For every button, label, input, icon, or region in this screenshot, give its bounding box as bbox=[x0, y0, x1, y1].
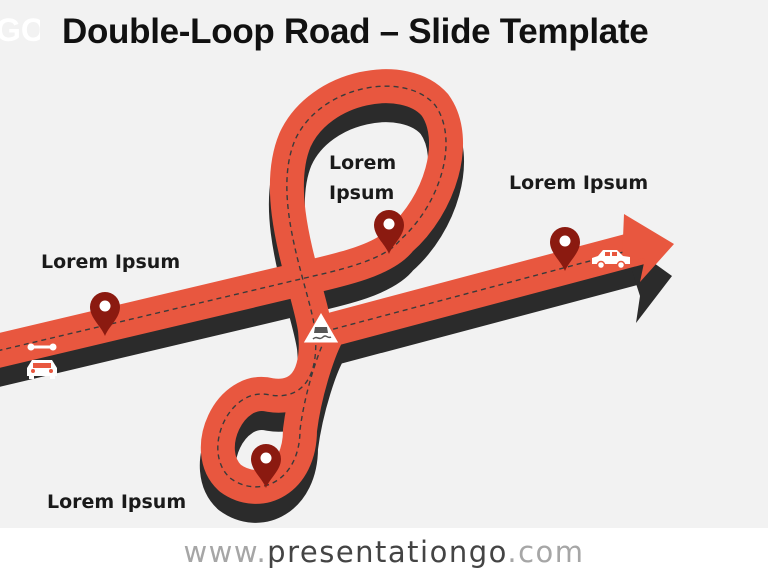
pin-icon bbox=[251, 444, 281, 488]
pin-icon bbox=[374, 210, 404, 254]
label-left-road: Lorem Ipsum bbox=[41, 251, 181, 273]
slide: GO Double-Loop Road – Slide Template bbox=[0, 0, 768, 528]
car-icon bbox=[27, 360, 57, 379]
label-right-arrow: Lorem Ipsum bbox=[509, 172, 649, 194]
arrow-head bbox=[622, 214, 674, 282]
logo-icon: GO bbox=[0, 12, 40, 48]
footer-name: presentationgo bbox=[267, 535, 508, 569]
label-top-loop: Lorem Ipsum bbox=[329, 152, 397, 204]
footer-suffix: .com bbox=[507, 535, 585, 569]
road-body bbox=[0, 86, 674, 487]
car-icon bbox=[592, 250, 630, 270]
slippery-road-warning-icon bbox=[302, 311, 340, 344]
pin-icon bbox=[550, 227, 580, 271]
svg-text:GO: GO bbox=[0, 12, 40, 48]
wrench-icon bbox=[27, 343, 57, 351]
page-title: Double-Loop Road – Slide Template bbox=[62, 12, 649, 51]
label-bottom-loop: Lorem Ipsum bbox=[47, 491, 187, 513]
footer-website: www.presentationgo.com bbox=[0, 528, 768, 576]
footer-prefix: www. bbox=[183, 535, 268, 569]
pin-icon bbox=[90, 292, 120, 336]
double-loop-road-diagram bbox=[0, 0, 674, 528]
